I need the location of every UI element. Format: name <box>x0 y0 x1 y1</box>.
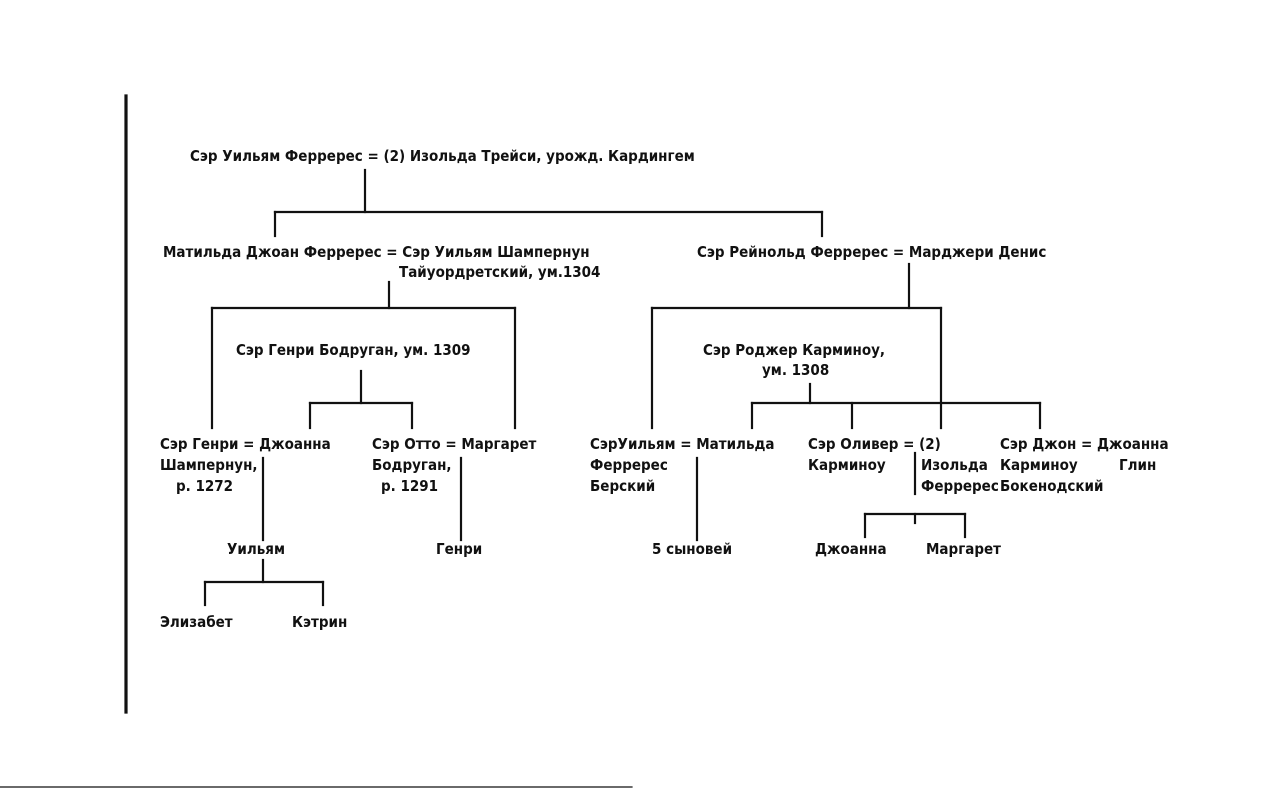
oliver-carminow-couple-label: Сэр Оливер = (2) <box>808 435 941 453</box>
reynold-couple-label: Сэр Рейнольд Ферререс = Марджери Денис <box>697 243 1047 261</box>
oliver-carminow-surname-label: Карминоу <box>808 456 886 474</box>
isolda-ferrers-label: Изольда <box>921 456 988 474</box>
john-carminow-couple-label: Сэр Джон = Джоанна <box>1000 435 1169 453</box>
elizabeth-label: Элизабет <box>160 613 233 631</box>
henry-champernoun-couple-label: Сэр Генри = Джоанна <box>160 435 331 453</box>
matilda-spouse-title-label: Тайуордретский, ум.1304 <box>399 263 601 281</box>
william-ferrers-bere-couple-label: СэрУильям = Матильда <box>590 435 775 453</box>
henry-champernoun-born-label: р. 1272 <box>176 477 234 495</box>
roger-carminow-label: Сэр Роджер Карминоу, <box>703 341 886 359</box>
john-wife-surname-label: Глин <box>1119 456 1157 474</box>
otto-bodrugan-couple-label: Сэр Отто = Маргарет <box>372 435 537 453</box>
william-ferrers-bere-surname-label: Ферререс <box>590 456 668 474</box>
john-carminow-surname-label: Карминоу <box>1000 456 1078 474</box>
joanna-daughter-label: Джоанна <box>815 540 887 558</box>
root-couple-label: Сэр Уильям Ферререс = (2) Изольда Трейси… <box>190 147 695 165</box>
otto-bodrugan-surname-label: Бодруган, <box>372 456 452 474</box>
henry-son-label: Генри <box>436 540 483 558</box>
henry-champernoun-surname-label: Шампернун, <box>160 456 258 474</box>
katherine-label: Кэтрин <box>292 613 348 631</box>
roger-carminow-died-label: ум. 1308 <box>762 361 830 379</box>
henry-bodrugan-label: Сэр Генри Бодруган, ум. 1309 <box>236 341 471 359</box>
otto-bodrugan-born-label: р. 1291 <box>381 477 439 495</box>
william-ferrers-bere-place-label: Берский <box>590 477 656 495</box>
matilda-couple-label: Матильда Джоан Ферререс = Сэр Уильям Шам… <box>163 243 590 261</box>
william-son-label: Уильям <box>227 540 285 558</box>
john-carminow-place-label: Бокенодский <box>1000 477 1104 495</box>
isolda-ferrers-surname-label: Ферререс <box>921 477 999 495</box>
five-sons-label: 5 сыновей <box>652 540 733 558</box>
margaret-daughter-label: Маргарет <box>926 540 1001 558</box>
